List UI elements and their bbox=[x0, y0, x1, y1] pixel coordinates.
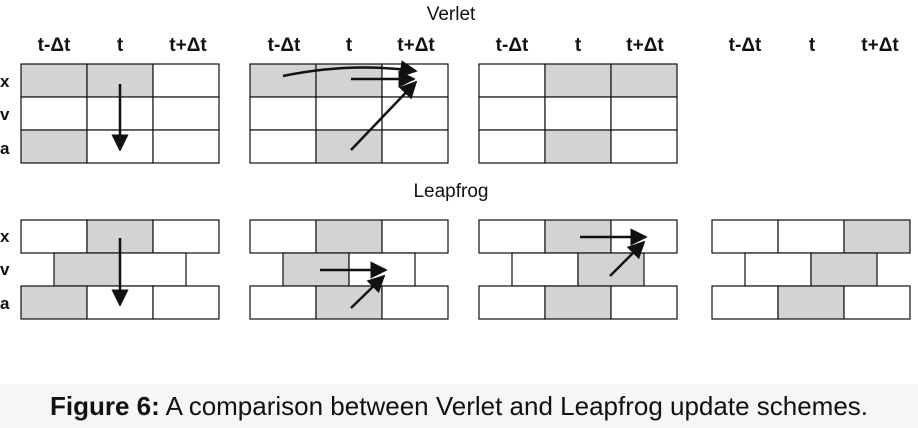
leapfrog-p2-cell-x-0 bbox=[249, 219, 317, 254]
verlet-p3-cell-x-1 bbox=[544, 63, 612, 98]
verlet-p2-arrow-curved bbox=[282, 60, 418, 78]
leapfrog-p1-cell-v-0 bbox=[53, 252, 121, 287]
leapfrog-p1-cell-x-0 bbox=[20, 219, 88, 254]
leapfrog-p4-cell-a-1 bbox=[777, 285, 845, 320]
col-header-t-minus-dt: t-Δt bbox=[268, 35, 301, 56]
leapfrog-row-label-a: a bbox=[0, 294, 10, 313]
verlet-p1-cell-a-2 bbox=[152, 129, 220, 164]
col-header-t-minus-dt: t-Δt bbox=[38, 35, 71, 56]
verlet-p3-cell-v-0 bbox=[478, 96, 546, 131]
leapfrog-title: Leapfrog bbox=[413, 181, 488, 202]
verlet-panel-1 bbox=[20, 63, 220, 164]
row-labels: x v a x v a bbox=[0, 72, 10, 313]
figure-caption-text: A comparison between Verlet and Leapfrog… bbox=[165, 391, 869, 421]
col-header-t-minus-dt: t-Δt bbox=[496, 35, 529, 56]
leapfrog-p3-cell-x-0 bbox=[478, 219, 546, 254]
verlet-row-label-a: a bbox=[0, 139, 10, 158]
verlet-p3-cell-a-0 bbox=[478, 129, 546, 164]
figure-caption-prefix: Figure 6: bbox=[49, 391, 160, 421]
leapfrog-p4-cell-x-0 bbox=[711, 219, 779, 254]
verlet-p2-cell-v-1 bbox=[315, 96, 383, 131]
leapfrog-p3-cell-a-2 bbox=[610, 285, 678, 320]
column-headers: t-Δt t t+Δt t-Δt t t+Δt t-Δt t t+Δt t-Δt… bbox=[38, 35, 900, 56]
col-header-t-plus-dt: t+Δt bbox=[397, 35, 435, 56]
leapfrog-p1-cell-x-2 bbox=[152, 219, 220, 254]
verlet-p3-cell-a-2 bbox=[610, 129, 678, 164]
verlet-p1-cell-v-0 bbox=[20, 96, 88, 131]
col-header-t-plus-dt: t+Δt bbox=[626, 35, 664, 56]
leapfrog-p2-cell-a-0 bbox=[249, 285, 317, 320]
figure-caption: Figure 6: A comparison between Verlet an… bbox=[0, 384, 918, 428]
leapfrog-p1-cell-a-0 bbox=[20, 285, 88, 320]
col-header-t: t bbox=[346, 35, 353, 56]
col-header-t-minus-dt: t-Δt bbox=[729, 35, 762, 56]
verlet-p1-cell-x-0 bbox=[20, 63, 88, 98]
col-header-t: t bbox=[809, 35, 816, 56]
verlet-p2-cell-a-2 bbox=[381, 129, 449, 164]
verlet-p1-cell-a-0 bbox=[20, 129, 88, 164]
col-header-t: t bbox=[575, 35, 582, 56]
verlet-p2-cell-a-1 bbox=[315, 129, 383, 164]
verlet-p3-cell-x-0 bbox=[478, 63, 546, 98]
leapfrog-p3-cell-v-1 bbox=[577, 252, 645, 287]
verlet-p2-cell-v-2 bbox=[381, 96, 449, 131]
leapfrog-panel-4 bbox=[711, 219, 911, 320]
leapfrog-p2-cell-a-2 bbox=[381, 285, 449, 320]
leapfrog-p2-cell-a-1 bbox=[315, 285, 383, 320]
leapfrog-grids bbox=[20, 219, 911, 320]
leapfrog-p3-cell-a-0 bbox=[478, 285, 546, 320]
leapfrog-p3-cell-v-0 bbox=[511, 252, 579, 287]
leapfrog-p4-cell-v-1 bbox=[810, 252, 878, 287]
arrows bbox=[111, 60, 648, 309]
leapfrog-p3-cell-a-1 bbox=[544, 285, 612, 320]
leapfrog-p2-cell-x-2 bbox=[381, 219, 449, 254]
leapfrog-row-label-v: v bbox=[0, 260, 10, 279]
verlet-panel-2 bbox=[249, 63, 449, 164]
col-header-t-plus-dt: t+Δt bbox=[861, 35, 899, 56]
verlet-panel-3 bbox=[478, 63, 678, 164]
verlet-p2-cell-x-0 bbox=[249, 63, 317, 98]
update-scheme-diagram: Verlet Leapfrog t-Δt t t+Δt t-Δt t t+Δt … bbox=[0, 4, 911, 320]
verlet-p1-cell-v-2 bbox=[152, 96, 220, 131]
verlet-grids bbox=[20, 63, 678, 164]
verlet-p2-cell-a-0 bbox=[249, 129, 317, 164]
col-header-t-plus-dt: t+Δt bbox=[169, 35, 207, 56]
col-header-t: t bbox=[117, 35, 124, 56]
leapfrog-p4-cell-a-0 bbox=[711, 285, 779, 320]
verlet-p3-cell-a-1 bbox=[544, 129, 612, 164]
verlet-row-label-v: v bbox=[0, 105, 10, 124]
leapfrog-p2-arrow-diagonal bbox=[350, 274, 386, 309]
verlet-p2-arrow-diagonal bbox=[350, 80, 418, 151]
verlet-p3-cell-x-2 bbox=[610, 63, 678, 98]
verlet-p3-cell-v-1 bbox=[544, 96, 612, 131]
leapfrog-p4-cell-v-0 bbox=[744, 252, 812, 287]
verlet-p2-cell-v-0 bbox=[249, 96, 317, 131]
leapfrog-p3-arrow-diagonal bbox=[609, 240, 646, 277]
leapfrog-p4-cell-x-1 bbox=[777, 219, 845, 254]
leapfrog-p2-cell-x-1 bbox=[315, 219, 383, 254]
verlet-row-label-x: x bbox=[0, 72, 10, 91]
leapfrog-p4-cell-a-2 bbox=[843, 285, 911, 320]
verlet-title: Verlet bbox=[427, 4, 476, 25]
verlet-p1-cell-x-2 bbox=[152, 63, 220, 98]
leapfrog-p1-cell-a-2 bbox=[152, 285, 220, 320]
leapfrog-p1-cell-v-1 bbox=[119, 252, 187, 287]
leapfrog-panel-3 bbox=[478, 219, 678, 320]
verlet-p3-cell-v-2 bbox=[610, 96, 678, 131]
leapfrog-p4-cell-x-2 bbox=[843, 219, 911, 254]
leapfrog-row-label-x: x bbox=[0, 227, 10, 246]
